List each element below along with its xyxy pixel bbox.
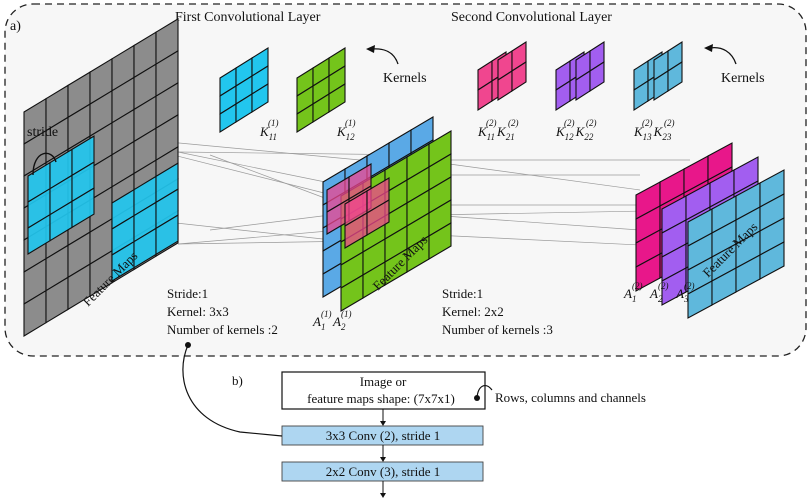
svg-text:(2): (2): [632, 281, 643, 291]
activation-labels: A1(1)A2(1)A1(2)A2(2)A3(2): [312, 281, 695, 332]
svg-text:(2): (2): [658, 281, 669, 291]
kernel-k11-1: [219, 47, 269, 133]
activation-label-a2-3: A3(2): [675, 281, 695, 304]
svg-text:A3: A3: [675, 286, 689, 304]
input-annotation-curve: [476, 384, 493, 399]
panel-b-label: b): [232, 373, 243, 388]
svg-text:A1: A1: [312, 314, 325, 332]
kernel-pair-3-b: [653, 40, 683, 102]
conv2-box-label: 2x2 Conv (3), stride 1: [326, 464, 440, 479]
svg-text:(2): (2): [642, 118, 653, 128]
kernels-arrow-second: [709, 46, 737, 65]
input-shape-box: [281, 371, 486, 410]
kernels-arrowhead-first: [366, 45, 375, 53]
input-box-line1: Image or: [360, 374, 407, 389]
svg-text:Number of kernels :3: Number of kernels :3: [442, 322, 553, 337]
svg-text:A2: A2: [649, 286, 663, 304]
activation-label-a1-2: A2(1): [332, 309, 352, 332]
input-box-line2: feature maps shape: (7x7x1): [307, 391, 455, 406]
svg-text:(2): (2): [486, 118, 497, 128]
kernel-k12-1: [296, 47, 346, 133]
connection-line: [429, 214, 641, 231]
svg-text:(2): (2): [684, 281, 695, 291]
connection-line: [209, 214, 331, 231]
kernel-label-k12-1: K12 (1): [336, 118, 356, 142]
kernels-label-first: Kernels: [383, 71, 427, 86]
kernel-pair-2-b: [575, 40, 605, 102]
stride-arc: [32, 152, 57, 176]
conv1-box-label: 3x3 Conv (2), stride 1: [326, 428, 440, 443]
kernel-label-k11-1: K11 (1): [259, 118, 279, 142]
svg-text:K11: K11: [259, 124, 277, 142]
stride-window-2: [111, 162, 179, 282]
kernels-arrowhead-second: [704, 44, 713, 52]
svg-text:(2): (2): [664, 118, 675, 128]
svg-text:K12: K12: [336, 124, 355, 142]
svg-text:(1): (1): [268, 118, 279, 128]
kernels-group: [219, 40, 683, 133]
svg-text:(2): (2): [508, 118, 519, 128]
connection-line: [177, 151, 341, 186]
kernels-label-second: Kernels: [721, 71, 765, 86]
conv-window-a2: [344, 177, 390, 249]
svg-text:A1: A1: [623, 286, 636, 304]
second-layer-title: Second Convolutional Layer: [451, 10, 612, 25]
activation-label-a2-1: A1(2): [623, 281, 643, 304]
input-annotation-text: Rows, columns and channels: [495, 390, 646, 405]
svg-text:Stride:1: Stride:1: [167, 286, 208, 301]
svg-text:(2): (2): [564, 118, 575, 128]
flow-arrowhead-1: [380, 421, 386, 426]
svg-text:Kernel: 2x2: Kernel: 2x2: [442, 304, 504, 319]
svg-text:(1): (1): [341, 309, 352, 319]
feature-maps-group: [23, 17, 785, 337]
connection-line: [177, 229, 341, 245]
feature-map-b3: [687, 169, 785, 319]
stride-label: stride: [27, 125, 58, 140]
flow-arrowhead-3: [380, 493, 386, 498]
first-layer-title: First Convolutional Layer: [175, 10, 321, 25]
svg-text:(1): (1): [321, 309, 332, 319]
connection-line: [209, 154, 331, 201]
activation-label-a1-1: A1(1): [312, 309, 332, 332]
svg-text:(1): (1): [345, 118, 356, 128]
stride-window-1: [27, 135, 95, 255]
activation-label-a2-2: A2(2): [649, 281, 669, 304]
kernel-pair-1-b: [497, 40, 527, 102]
svg-text:Number of kernels :2: Number of kernels :2: [167, 322, 278, 337]
panel-a-label: a): [10, 19, 21, 34]
svg-text:Kernel: 3x3: Kernel: 3x3: [167, 304, 229, 319]
svg-text:(2): (2): [586, 118, 597, 128]
kernels-arrow-first: [371, 48, 399, 65]
layer1-params: Stride:1 Kernel: 3x3 Number of kernels :…: [167, 286, 278, 337]
flow-arrowhead-2: [380, 457, 386, 462]
params-connector: [182, 344, 283, 437]
svg-text:Stride:1: Stride:1: [442, 286, 483, 301]
svg-text:A2: A2: [332, 314, 346, 332]
layer2-params: Stride:1 Kernel: 2x2 Number of kernels :…: [442, 286, 553, 337]
